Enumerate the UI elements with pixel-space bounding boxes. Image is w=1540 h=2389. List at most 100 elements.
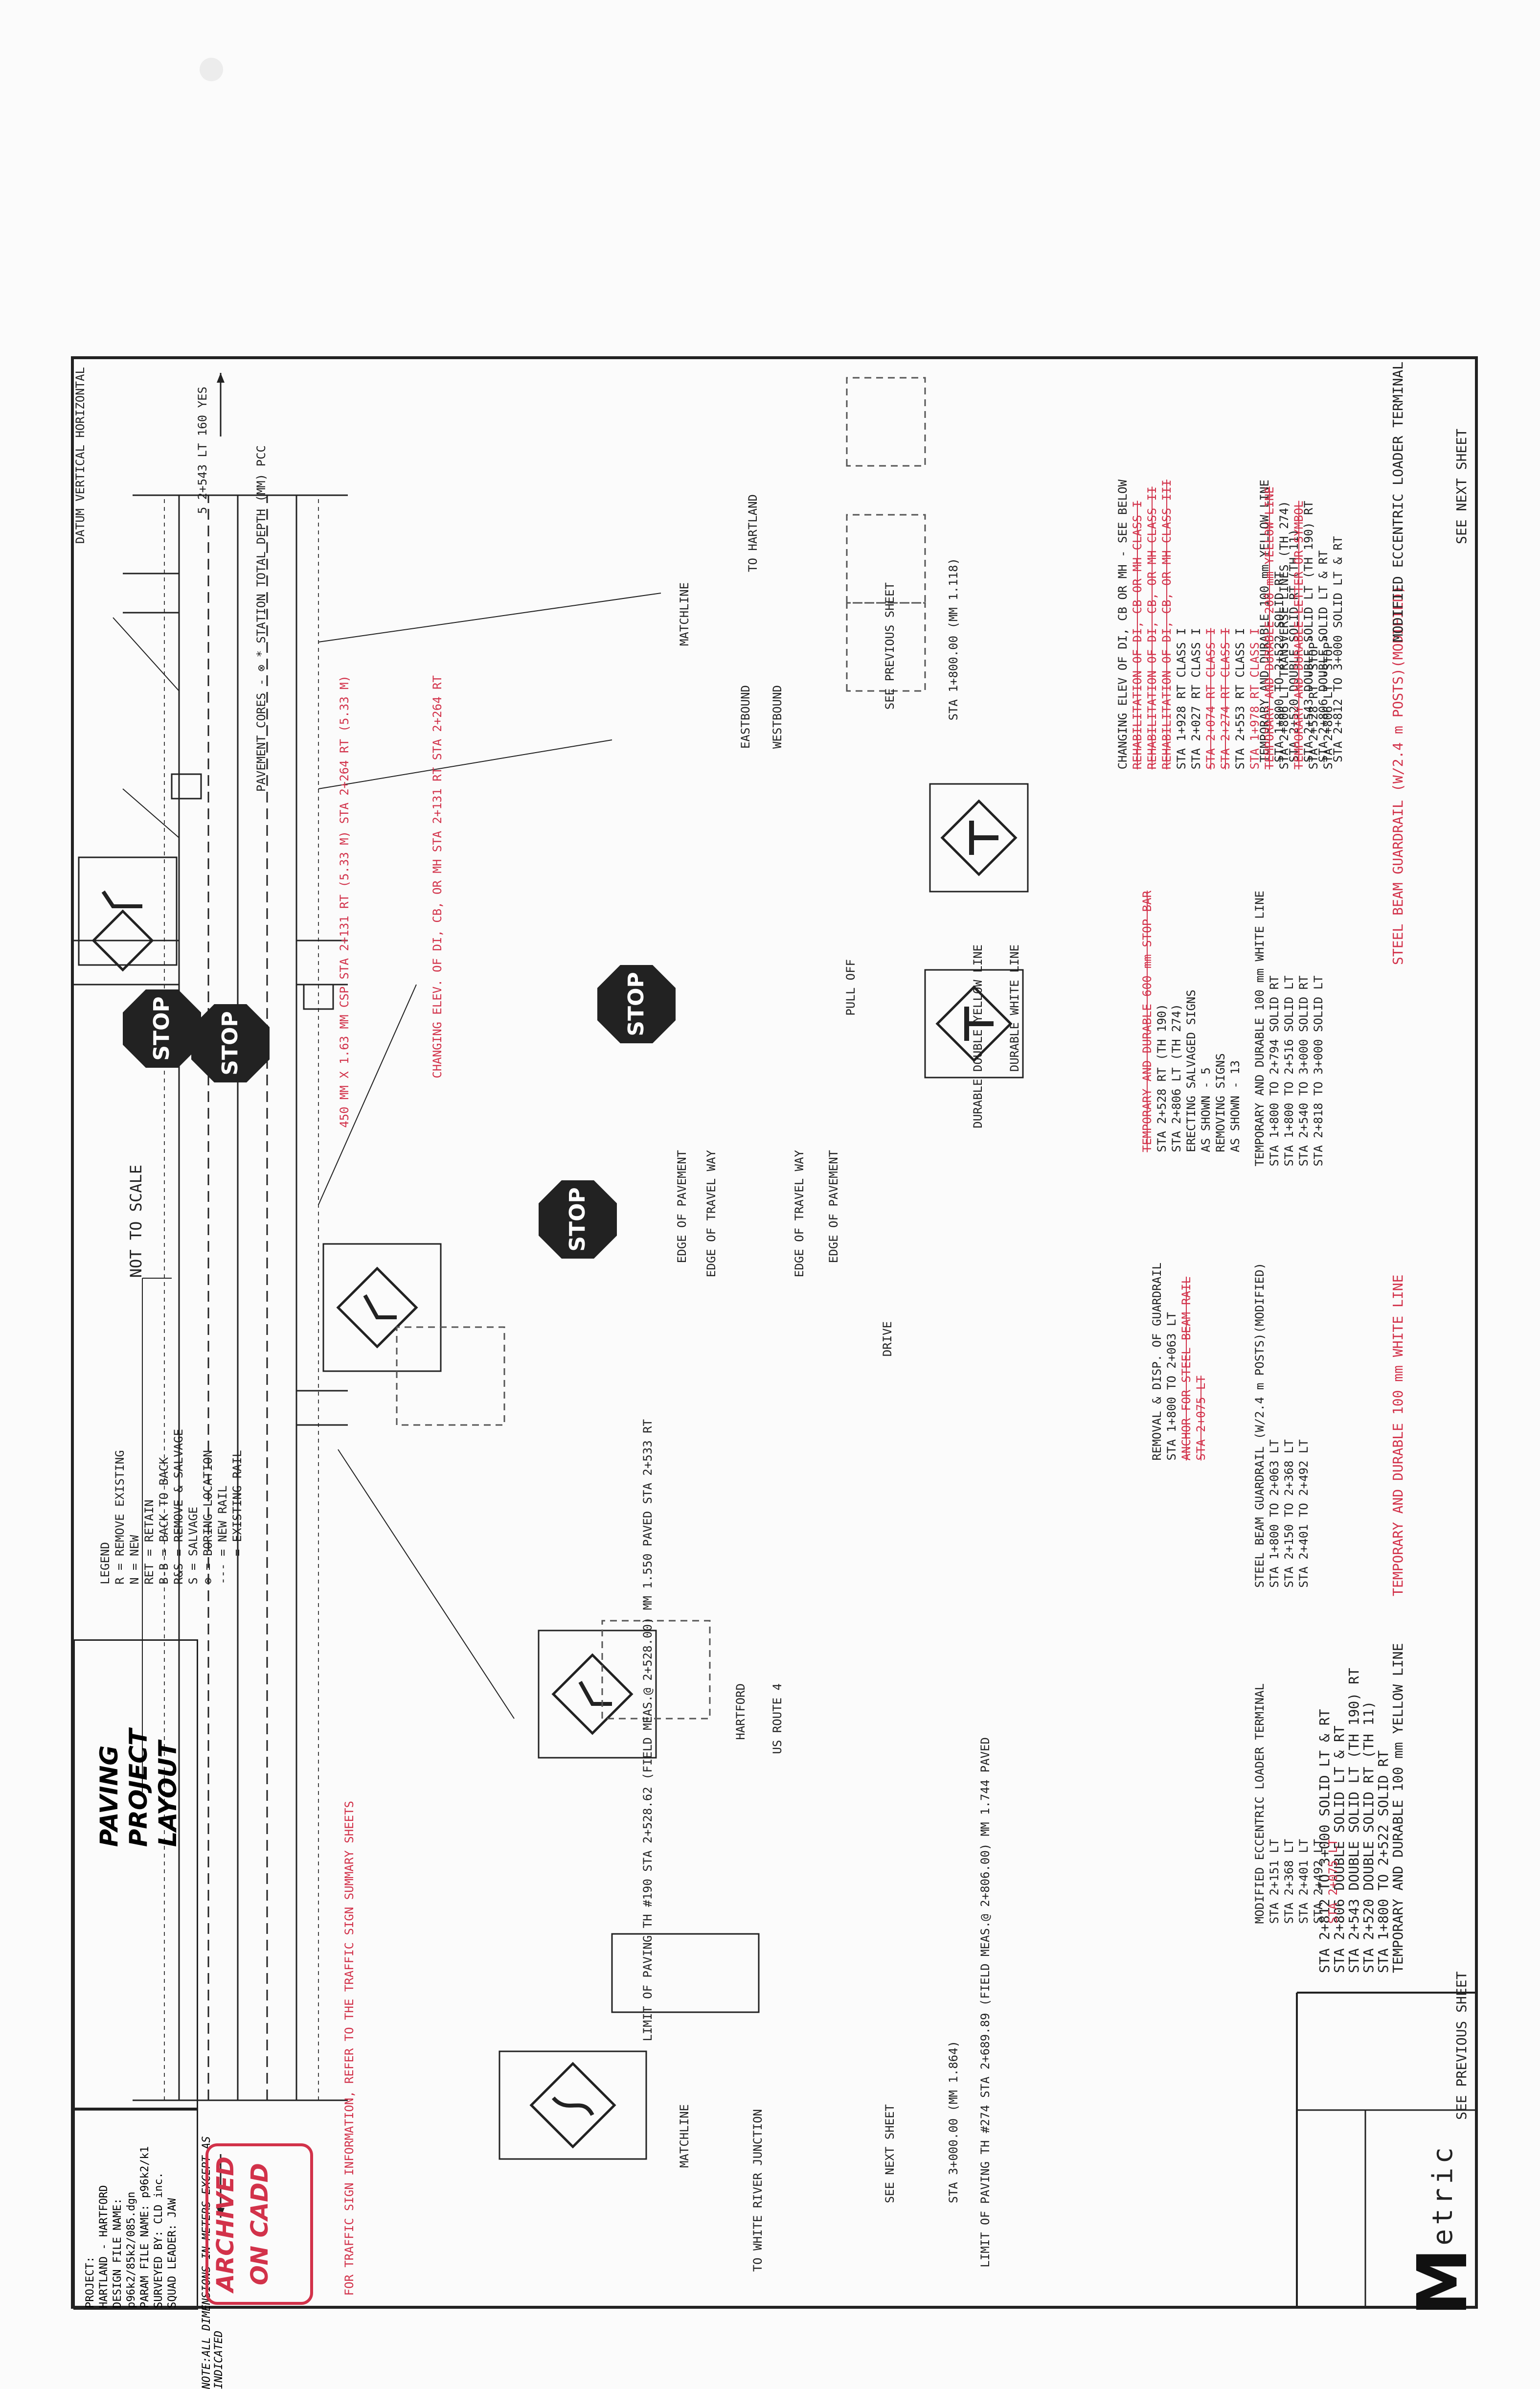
loader-line-4: STA 2+075 LT bbox=[1326, 1838, 1340, 1924]
legend-item: R = REMOVE EXISTING bbox=[113, 1450, 127, 1585]
label-pavement-cores: PAVEMENT CORES - ⊗ * STATION TOTAL DEPTH… bbox=[254, 445, 268, 792]
svg-text:STOP: STOP bbox=[149, 996, 174, 1060]
rehab-line-6: STA 2+074 RT CLASS I bbox=[1204, 628, 1218, 770]
label-sta-end: STA 3+000.00 (MM 1.864) bbox=[947, 2041, 960, 2204]
rehab-notes: CHANGING ELEV OF DI, CB OR MH - SEE BELO… bbox=[1115, 480, 1336, 769]
label-westbound: WESTBOUND bbox=[770, 685, 784, 749]
loader-line-2: STA 2+401 LT bbox=[1297, 1838, 1311, 1924]
guardrail-line-1: STA 2+150 TO 2+368 LT bbox=[1282, 1439, 1296, 1588]
stopbar-line-6: AS SHOWN - 13 bbox=[1228, 1060, 1242, 1152]
vaot-m-icon: M bbox=[1403, 2248, 1483, 2316]
guardrail-line-2: STA 2+401 TO 2+492 LT bbox=[1297, 1439, 1311, 1588]
loader-line-1: STA 2+368 LT bbox=[1282, 1838, 1296, 1924]
project-info-block: PROJECT: HARTLAND - HARTFORD DESIGN FILE… bbox=[73, 2109, 198, 2310]
turn-warning-sign-2 bbox=[322, 1243, 442, 1372]
label-edge-travel-way-1: EDGE OF TRAVEL WAY bbox=[793, 1150, 806, 1278]
label-edge-pavement-2: EDGE OF PAVEMENT bbox=[675, 1150, 689, 1263]
label-changing-elev: CHANGING ELEV. OF DI, CB, OR MH STA 2+13… bbox=[430, 675, 444, 1079]
legend-item: RET = RETAIN bbox=[142, 1499, 156, 1585]
stopbar-line-5: REMOVING SIGNS bbox=[1214, 1053, 1227, 1152]
curve-warning-sign bbox=[498, 2050, 647, 2160]
boring-location-symbol bbox=[251, 1030, 269, 1047]
arrow-sign bbox=[78, 856, 178, 972]
stopbar-line-3: ERECTING SALVAGED SIGNS bbox=[1184, 989, 1198, 1152]
project-name: HARTLAND - HARTFORD bbox=[98, 2185, 110, 2308]
title-line: LAYOUT bbox=[154, 1741, 182, 1847]
project-label: PROJECT: bbox=[84, 2256, 96, 2308]
rehab-line-0: CHANGING ELEV OF DI, CB OR MH - SEE BELO… bbox=[1116, 480, 1130, 770]
rehab-line-10: TEMPORARY AND DURABLE 200 mm YELLOW LINE bbox=[1263, 486, 1276, 770]
rehab-line-4: STA 1+928 RT CLASS I bbox=[1175, 628, 1188, 770]
archived-stamp: ARCHIVED ON CADD bbox=[205, 2143, 313, 2305]
label-edge-travel-way-2: EDGE OF TRAVEL WAY bbox=[704, 1150, 718, 1278]
label-core-row: 5 2+543 LT 160 YES bbox=[196, 387, 209, 514]
note-yellow-3: STA 2+543 DOUBLE SOLID LT (TH 190) RT bbox=[1346, 1668, 1362, 1973]
rehab-line-5: STA 2+027 RT CLASS I bbox=[1189, 628, 1203, 770]
label-pull-off: PULL OFF bbox=[844, 959, 858, 1016]
label-matchline-1: MATCHLINE bbox=[678, 582, 691, 646]
surveyed-by: SURVEYED BY: CLD inc. bbox=[153, 2172, 165, 2308]
legend-title: LEGEND bbox=[98, 1542, 112, 1585]
note-guardrail-heading: STEEL BEAM GUARDRAIL (W/2.4 m POSTS)(MOD… bbox=[1390, 585, 1406, 965]
label-edge-pavement-1: EDGE OF PAVEMENT bbox=[827, 1150, 840, 1263]
rehab-line-12: TEMPORARY AND DURABLE LETTER OR SYMBOL bbox=[1292, 501, 1306, 770]
label-sta-start: STA 1+800.00 (MM 1.118) bbox=[947, 558, 960, 721]
rehab-line-14: STA 2+806 LT "STOP" bbox=[1321, 635, 1335, 770]
t-intersection-sign-1 bbox=[924, 969, 1024, 1079]
design-file: DESIGN FILE NAME: p96k2/85k2/085.dgn bbox=[112, 2191, 137, 2308]
label-see-previous: SEE PREVIOUS SHEET bbox=[883, 582, 897, 710]
plan-linework: STOP STOP STOP STOP bbox=[74, 373, 1475, 2306]
legend: LEGEND R = REMOVE EXISTING N = NEW RET =… bbox=[98, 1429, 245, 1585]
guardrail-removal-3: STA 2+075 LT bbox=[1194, 1376, 1208, 1461]
label-limit-paving-2: LIMIT OF PAVING TH #274 STA 2+689.89 (FI… bbox=[978, 1737, 992, 2268]
svg-text:STOP: STOP bbox=[624, 972, 649, 1036]
rehab-line-8: STA 2+553 RT CLASS I bbox=[1233, 628, 1247, 770]
stopbar-line-0: TEMPORARY AND DURABLE 600 mm STOP BAR bbox=[1140, 891, 1154, 1152]
stop-sign-3: STOP bbox=[191, 1004, 270, 1082]
label-limit-paving-1: LIMIT OF PAVING TH #190 STA 2+528.62 (FI… bbox=[641, 1419, 655, 2042]
guardrail-notes: STEEL BEAM GUARDRAIL (W/2.4 m POSTS)(MOD… bbox=[1252, 1263, 1311, 1588]
rehab-line-3: REHABILITATION OF DI, CB, OR MH CLASS II… bbox=[1160, 480, 1174, 770]
loader-line-3: STA 2+492 LT bbox=[1312, 1838, 1325, 1924]
rehab-line-7: STA 2+274 RT CLASS I bbox=[1219, 628, 1232, 770]
stamp-line: ARCHIVED bbox=[212, 2156, 239, 2292]
guardrail-removal-2: ANCHOR FOR STEEL BEAM RAIL bbox=[1179, 1276, 1193, 1461]
legend-item: N = NEW bbox=[128, 1535, 141, 1585]
svg-text:STOP: STOP bbox=[565, 1187, 590, 1251]
note-yellow-2: STA 2+520 DOUBLE SOLID RT (TH 11) bbox=[1360, 1700, 1377, 1973]
white-line-1: STA 1+800 TO 2+516 SOLID LT bbox=[1282, 975, 1296, 1167]
legend-item: R&S = REMOVE & SALVAGE bbox=[172, 1429, 185, 1585]
guardrail-heading: STEEL BEAM GUARDRAIL (W/2.4 m POSTS)(MOD… bbox=[1253, 1263, 1267, 1588]
param-file: PARAM FILE NAME: p96k2/k1 bbox=[139, 2146, 151, 2308]
stop-bar-marker-1 bbox=[303, 984, 334, 1010]
legend-item: B-B = BACK TO BACK bbox=[157, 1457, 171, 1585]
title-block: PAVING PROJECT LAYOUT bbox=[73, 1639, 198, 2109]
legend-item: S = SALVAGE bbox=[186, 1506, 200, 1585]
rotated-plan: STOP STOP STOP STOP bbox=[74, 359, 1475, 2306]
guardrail-removal-notes: REMOVAL & DISP. OF GUARDRAIL STA 1+800 T… bbox=[1150, 1263, 1208, 1461]
sheet-title: PAVING PROJECT LAYOUT bbox=[94, 1729, 182, 1847]
label-traffic-sign-note: FOR TRAFFIC SIGN INFORMATION, REFER TO T… bbox=[342, 1801, 356, 2296]
label-us-route: US ROUTE 4 bbox=[770, 1683, 784, 1754]
white-line-3: STA 2+818 TO 3+000 SOLID LT bbox=[1312, 975, 1325, 1167]
guardrail-removal-0: REMOVAL & DISP. OF GUARDRAIL bbox=[1150, 1263, 1164, 1461]
project-info: PROJECT: HARTLAND - HARTFORD DESIGN FILE… bbox=[84, 2115, 180, 2308]
label-csp: 450 MM X 1.63 MM CSP STA 2+131 RT (5.33 … bbox=[338, 675, 351, 1128]
label-not-to-scale: NOT TO SCALE bbox=[127, 1165, 145, 1278]
see-next-sheet: SEE NEXT SHEET bbox=[1453, 428, 1470, 544]
label-durable-yellow: DURABLE DOUBLE YELLOW LINE bbox=[971, 944, 985, 1128]
stopbar-line-2: STA 2+806 LT (TH 274) bbox=[1170, 1004, 1183, 1152]
label-drive: DRIVE bbox=[881, 1321, 894, 1357]
note-yellow-1: STA 1+800 TO 2+522 SOLID RT bbox=[1375, 1750, 1391, 1973]
legend-item: --- = NEW RAIL bbox=[216, 1485, 229, 1585]
rehab-line-13: STA 2+528 RT "STOP" bbox=[1307, 635, 1320, 770]
white-line-0: STA 1+800 TO 2+794 SOLID RT bbox=[1268, 975, 1281, 1167]
legend-item: --- = EXISTING RAIL bbox=[230, 1450, 244, 1585]
vaot-metric-logo: M etric bbox=[1403, 2143, 1483, 2316]
rehab-line-11: STA 2+806 LT TRANSVERSE LINES (TH 274) bbox=[1277, 501, 1291, 770]
stamp-line: ON CADD bbox=[246, 2163, 273, 2285]
label-see-next: SEE NEXT SHEET bbox=[883, 2104, 897, 2204]
svg-text:STOP: STOP bbox=[218, 1011, 243, 1075]
squad-leader: SQUAD LEADER: JAW bbox=[166, 2198, 179, 2308]
